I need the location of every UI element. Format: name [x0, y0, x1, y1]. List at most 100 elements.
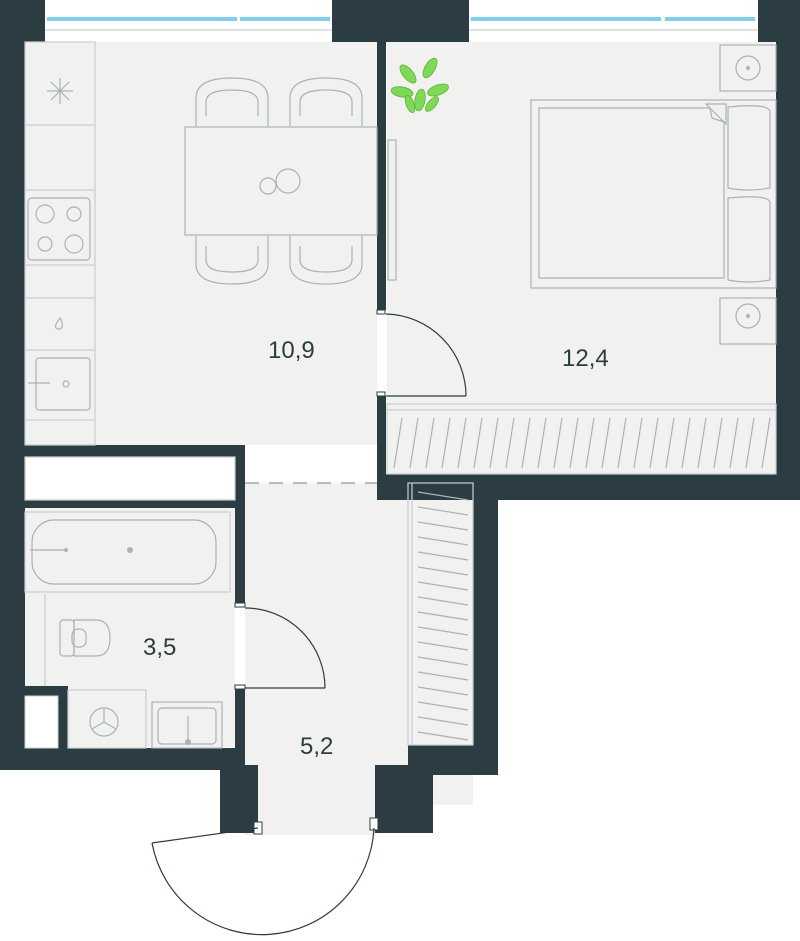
- wardrobe-hatch-line: [713, 417, 723, 469]
- wall-right: [776, 0, 800, 500]
- wardrobe-hatch-line: [665, 417, 675, 469]
- wardrobe-hatch-line: [393, 417, 403, 469]
- door-bedroom: [376, 309, 467, 397]
- wardrobe-hatch-line: [417, 491, 469, 501]
- wardrobe-hatch-line: [681, 417, 691, 469]
- wardrobe-hatch-line: [521, 417, 531, 469]
- nightstand-bottom-icon: [719, 297, 777, 345]
- windows: [45, 0, 758, 42]
- chair-bottom-right: [289, 236, 363, 285]
- wall-hall-right: [473, 483, 498, 773]
- door-bathroom: [234, 602, 326, 690]
- wardrobe-hallway: [407, 482, 474, 746]
- toilet-icon: [44, 594, 111, 686]
- wardrobe-hatch-line: [417, 596, 469, 606]
- bed-icon: [530, 99, 777, 289]
- wardrobe-hatch-line: [417, 551, 469, 561]
- chair-top-left: [195, 77, 269, 126]
- wall-top-left: [0, 0, 45, 42]
- wardrobe-hatch-line: [417, 641, 469, 651]
- wardrobe-hatch-line: [417, 626, 469, 636]
- wardrobe-hatch-line: [409, 417, 419, 469]
- wardrobe-hatch-line: [417, 506, 469, 516]
- area-label-hallway: 5,2: [300, 733, 333, 760]
- area-label-bathroom: 3,5: [143, 634, 176, 661]
- wardrobe-hatch-line: [633, 417, 643, 469]
- wall-bath-bottom: [0, 748, 245, 770]
- wardrobe-hatch-line: [537, 417, 547, 469]
- entrance-floor: [245, 805, 375, 835]
- walls: [0, 0, 800, 833]
- wardrobe-hatch-line: [489, 417, 499, 469]
- counter-outline: [24, 41, 96, 446]
- tv-panel-icon: [387, 139, 397, 281]
- window-kitchen-glass-a: [47, 17, 237, 21]
- sink-icon: [28, 357, 91, 411]
- wardrobe-hatch-line: [649, 417, 659, 469]
- wardrobe-hatch-line: [761, 417, 771, 469]
- wall-shaft-side: [58, 686, 68, 756]
- wardrobe-hatch-line: [417, 701, 469, 711]
- wardrobe-hatch-line: [473, 417, 483, 469]
- wall-niche-bottom: [25, 500, 245, 508]
- wardrobe-hatch-line: [697, 417, 707, 469]
- area-label-bedroom: 12,4: [562, 345, 609, 372]
- wardrobe-hatch-line: [441, 417, 451, 469]
- wardrobe-hatch-line: [729, 417, 739, 469]
- bathtub-icon: [24, 511, 231, 593]
- chair-top-right: [289, 77, 363, 126]
- wall-entrance-right: [375, 765, 433, 833]
- floors: [25, 42, 776, 835]
- table-top: [184, 126, 378, 236]
- wardrobe-hatch-line: [417, 731, 469, 741]
- window-bedroom-glass-b: [665, 17, 755, 21]
- wall-entrance-left: [220, 765, 258, 833]
- wardrobe-hatch-line: [417, 716, 469, 726]
- wardrobe-hatch-line: [617, 417, 627, 469]
- wall-partition-lower: [377, 396, 386, 476]
- wall-left: [0, 0, 25, 770]
- wall-bedroom-bottom: [377, 474, 800, 500]
- window-kitchen-glass-b: [240, 17, 330, 21]
- kitchen-counter: [24, 41, 96, 446]
- wall-bath-right: [235, 688, 245, 768]
- wardrobe-hatch-line: [585, 417, 595, 469]
- stove-icon: [27, 197, 91, 261]
- wardrobe-hatch-line: [417, 611, 469, 621]
- window-bedroom-glass-a: [471, 17, 661, 21]
- storage-niche: [24, 456, 236, 501]
- wardrobe-hatch-line: [417, 671, 469, 681]
- wall-shaft: [0, 686, 68, 696]
- wardrobe-hatch-line: [417, 536, 469, 546]
- wardrobe-hatch-line: [601, 417, 611, 469]
- wardrobe-bedroom: [386, 403, 777, 475]
- plant-icon: [390, 57, 449, 113]
- washing-machine-icon: [67, 689, 147, 749]
- nightstand-top-icon: [719, 44, 777, 92]
- area-label-kitchen: 10,9: [268, 337, 315, 364]
- wardrobe-hatch-line: [505, 417, 515, 469]
- wardrobe-hatch-line: [417, 521, 469, 531]
- wardrobe-hatch-line: [417, 686, 469, 696]
- wardrobe-hatch-line: [417, 656, 469, 666]
- kitchen-floor: [25, 42, 377, 445]
- wardrobe-hatch-line: [745, 417, 755, 469]
- wall-kitchen-bottom: [25, 445, 245, 457]
- water-drop-icon: [54, 316, 63, 330]
- wardrobe-hatch-line: [569, 417, 579, 469]
- wardrobe-hatch-line: [457, 417, 467, 469]
- ventilation-icon: [47, 78, 73, 104]
- wall-niche-right: [235, 445, 245, 605]
- washbasin-icon: [151, 701, 223, 749]
- chair-bottom-left: [195, 236, 269, 285]
- wardrobe-hatch-line: [553, 417, 563, 469]
- dining-table-icon: [184, 77, 378, 285]
- wardrobe-hatch-line: [425, 417, 435, 469]
- wall-top-mid: [332, 0, 469, 42]
- wall-partition-upper: [377, 42, 386, 310]
- bedroom-floor: [387, 42, 776, 474]
- door-entrance: [151, 817, 379, 936]
- wardrobe-hatch-line: [417, 566, 469, 576]
- wardrobe-hatch-line: [417, 581, 469, 591]
